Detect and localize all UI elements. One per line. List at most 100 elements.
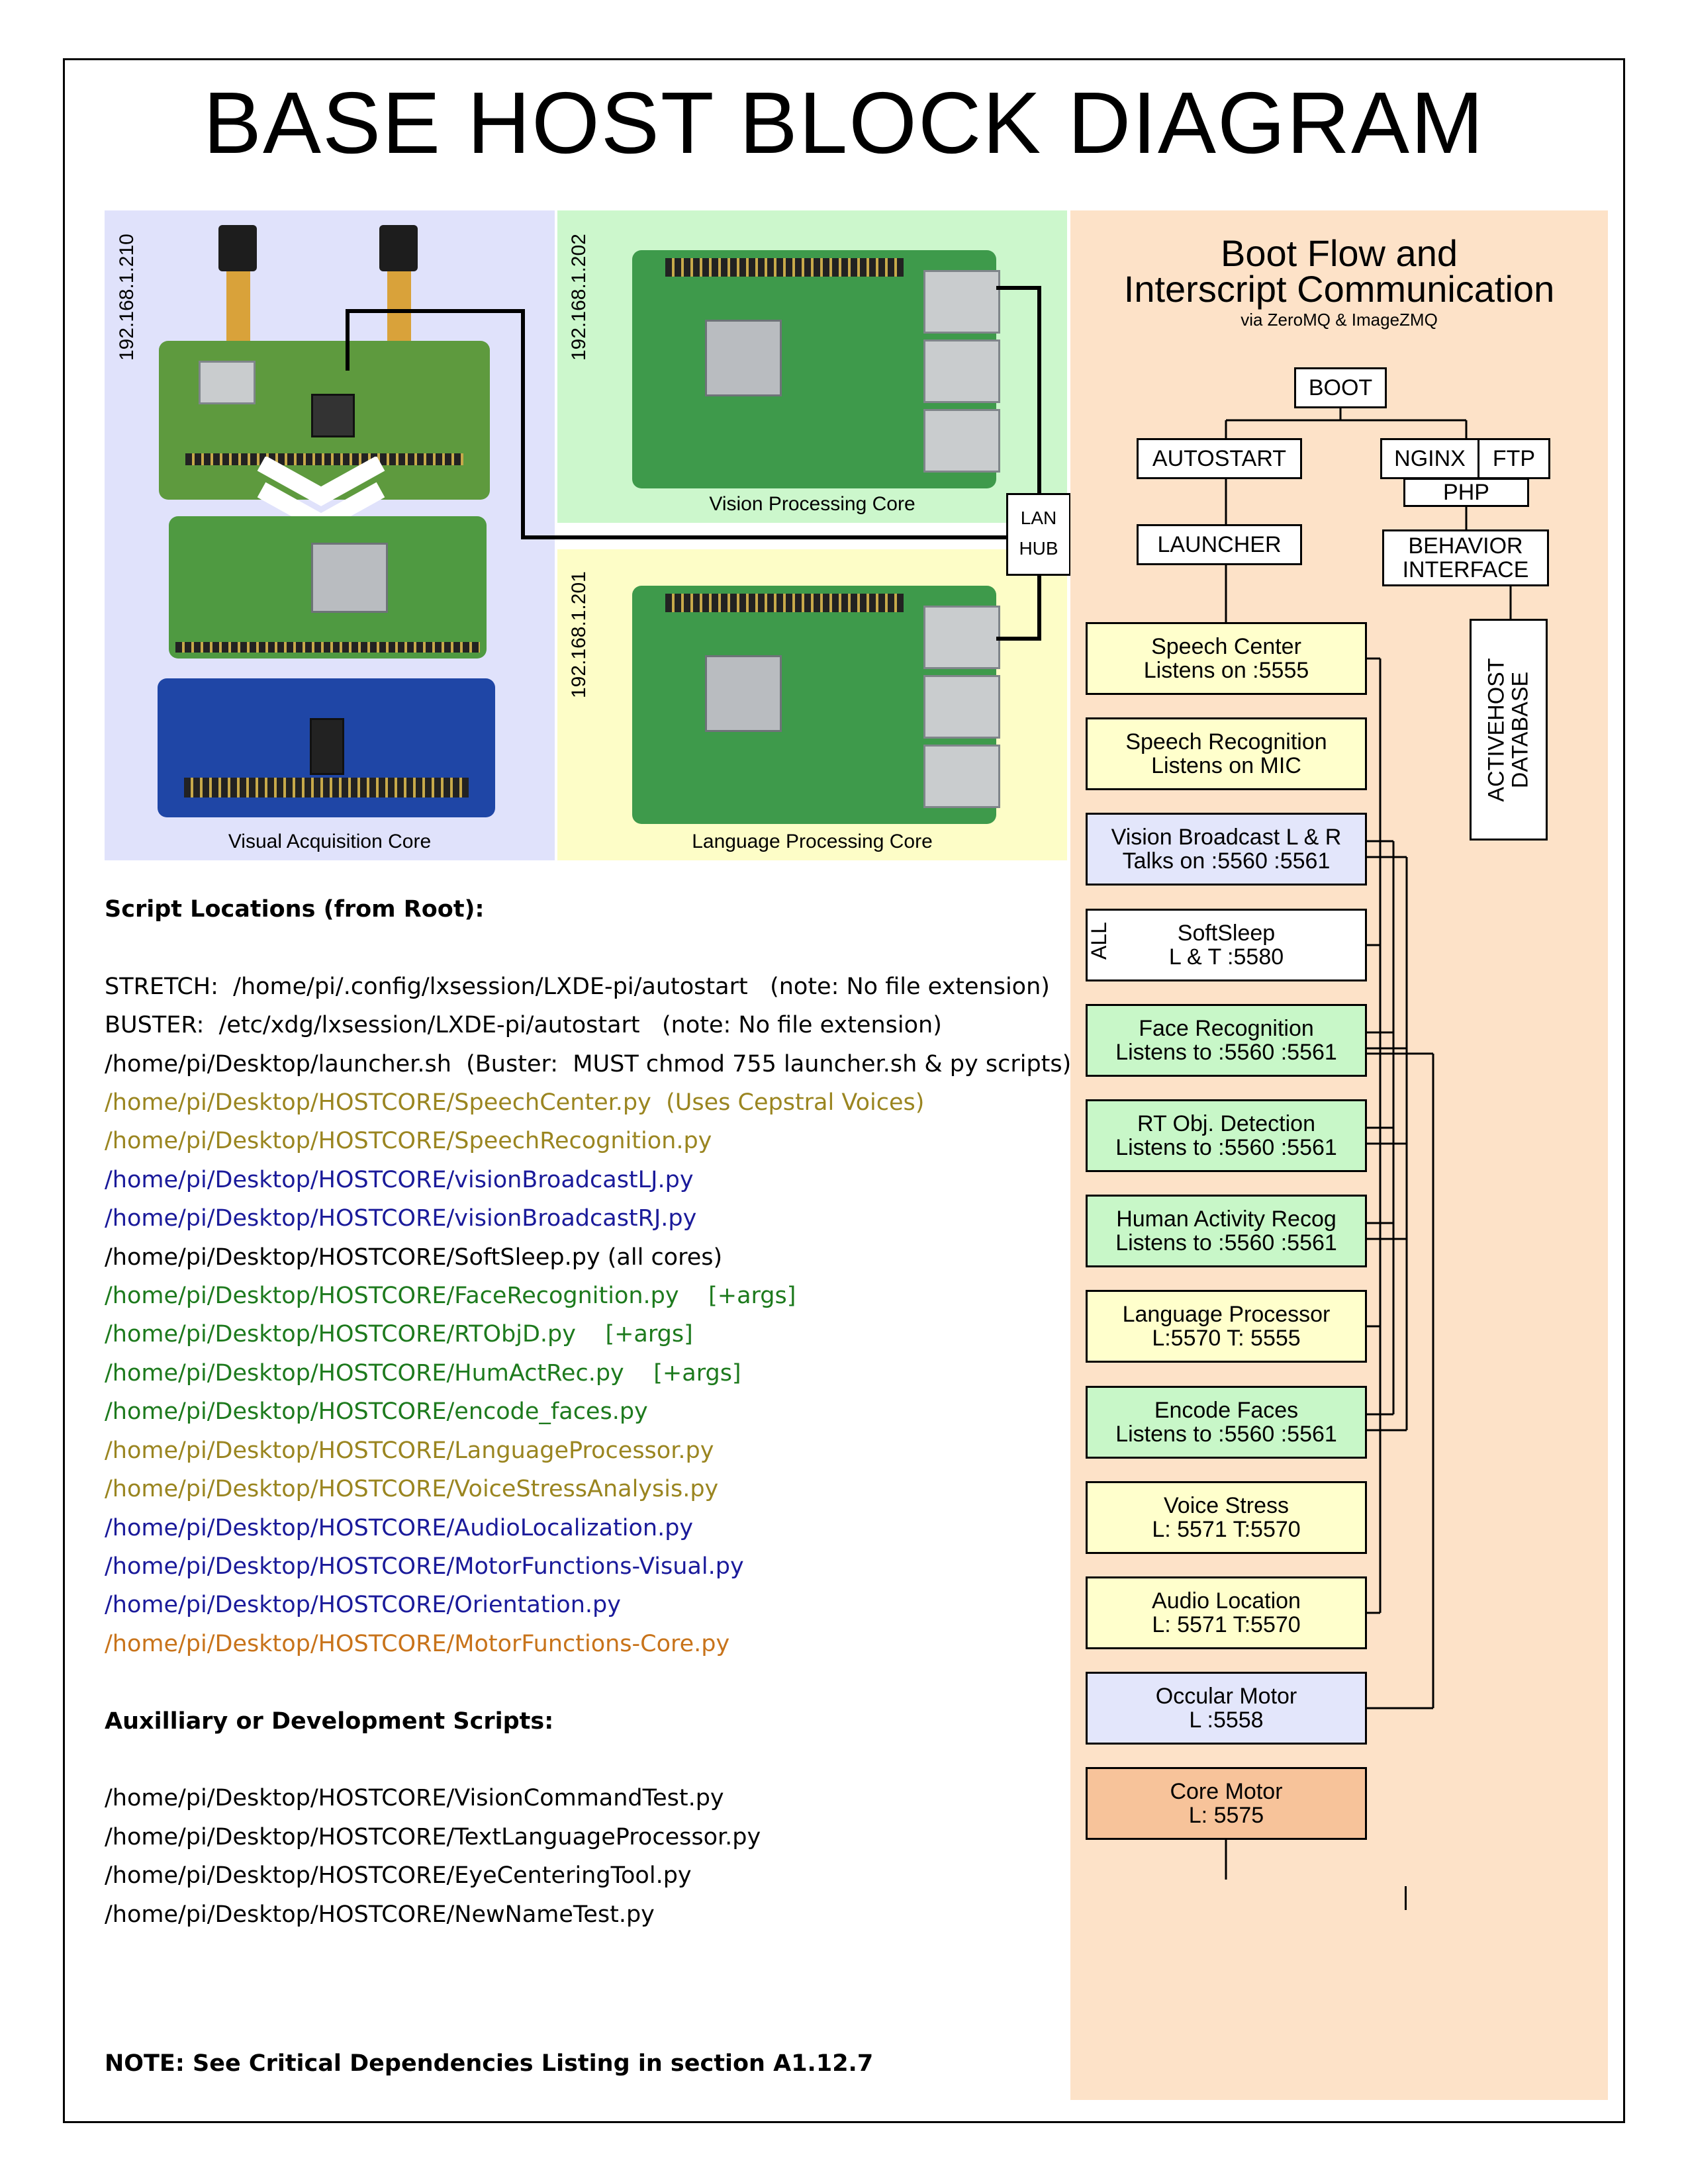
module-ports: Talks on :5560 :5561 (1122, 848, 1331, 874)
lan-hub: LAN HUB (1006, 493, 1071, 576)
flow-title-line2: Interscript Communication (1123, 268, 1555, 310)
compute-module-icon (169, 516, 487, 659)
stereopi-board-icon (159, 341, 490, 500)
script-path-line: /home/pi/Desktop/HOSTCORE/VoiceStressAna… (105, 1476, 719, 1503)
module-title: Audio Location (1152, 1588, 1301, 1614)
script-locations-header: Script Locations (from Root): (105, 896, 485, 923)
module-ports: L:5570 T: 5555 (1152, 1326, 1301, 1351)
script-path-line: STRETCH: /home/pi/.config/lxsession/LXDE… (105, 973, 1050, 1000)
database-line2: DATABASE (1508, 671, 1533, 788)
lan-hub-line2: HUB (1019, 538, 1058, 559)
script-locations: Script Locations (from Root): STRETCH: /… (105, 890, 1071, 1934)
activehost-database-box: ACTIVEHOST DATABASE (1470, 619, 1548, 841)
behavior-interface-box: BEHAVIOR INTERFACE (1382, 529, 1549, 586)
flow-subtitle: via ZeroMQ & ImageZMQ (1241, 310, 1438, 330)
launcher-label: LAUNCHER (1157, 532, 1282, 557)
page-frame (63, 58, 1625, 2123)
php-box: PHP (1403, 478, 1529, 507)
script-path-line: /home/pi/Desktop/HOSTCORE/visionBroadcas… (105, 1205, 697, 1232)
database-line1: ACTIVEHOST (1484, 657, 1509, 802)
cursor-mark (1405, 1886, 1407, 1910)
module-ports: Listens on :5555 (1143, 658, 1309, 683)
script-path-line: /home/pi/Desktop/HOSTCORE/visionBroadcas… (105, 1166, 694, 1193)
autostart-box: AUTOSTART (1137, 438, 1302, 479)
module-title: Face Recognition (1139, 1016, 1314, 1041)
boot-box: BOOT (1294, 367, 1387, 408)
visual-core-caption: Visual Acquisition Core (228, 831, 432, 852)
aux-script-path-line: /home/pi/Desktop/HOSTCORE/TextLanguagePr… (105, 1823, 761, 1850)
module-title: Occular Motor (1155, 1684, 1297, 1709)
script-path-line: /home/pi/Desktop/HOSTCORE/AudioLocalizat… (105, 1514, 694, 1541)
module-title: Vision Broadcast L & R (1111, 825, 1342, 850)
boot-label: BOOT (1308, 375, 1373, 400)
ftp-label: FTP (1492, 446, 1536, 471)
script-path-line: /home/pi/Desktop/HOSTCORE/SoftSleep.py (… (105, 1244, 723, 1271)
pca9685-servo-board-icon (158, 678, 495, 817)
module-title: SoftSleep (1177, 921, 1276, 946)
aux-script-path-line: /home/pi/Desktop/HOSTCORE/NewNameTest.py (105, 1901, 655, 1928)
module-title: Core Motor (1170, 1779, 1283, 1804)
nginx-label: NGINX (1394, 446, 1466, 471)
module-ports: L & T :5580 (1168, 944, 1284, 970)
script-path-line: /home/pi/Desktop/HOSTCORE/encode_faces.p… (105, 1398, 648, 1426)
script-path-line: BUSTER: /etc/xdg/lxsession/LXDE-pi/autos… (105, 1012, 942, 1039)
script-path-line: /home/pi/Desktop/HOSTCORE/MotorFunctions… (105, 1553, 744, 1580)
script-path-line: /home/pi/Desktop/HOSTCORE/FaceRecognitio… (105, 1283, 796, 1310)
module-title: Speech Center (1151, 634, 1301, 659)
nginx-box: NGINX (1380, 438, 1479, 479)
module-ports: L: 5575 (1188, 1803, 1264, 1828)
module-title: Speech Recognition (1125, 729, 1327, 754)
dependencies-note: NOTE: See Critical Dependencies Listing … (105, 2050, 874, 2077)
script-path-line: /home/pi/Desktop/HOSTCORE/HumActRec.py [… (105, 1359, 741, 1387)
lan-hub-line1: LAN (1020, 508, 1057, 528)
module-ports: L: 5571 T:5570 (1152, 1517, 1301, 1542)
aux-script-path-line: /home/pi/Desktop/HOSTCORE/EyeCenteringTo… (105, 1862, 692, 1889)
module-ports: Listens to :5560 :5561 (1115, 1230, 1337, 1255)
behavior-line1: BEHAVIOR (1408, 533, 1523, 559)
script-path-line: /home/pi/Desktop/HOSTCORE/LanguageProces… (105, 1437, 714, 1464)
behavior-line2: INTERFACE (1402, 557, 1529, 582)
module-ports: L: 5571 T:5570 (1152, 1612, 1301, 1637)
module-ports: Listens to :5560 :5561 (1115, 1135, 1337, 1160)
script-path-line: /home/pi/Desktop/HOSTCORE/SpeechCenter.p… (105, 1089, 925, 1116)
ftp-box: FTP (1477, 438, 1550, 479)
module-title: Language Processor (1122, 1302, 1331, 1327)
page-title: BASE HOST BLOCK DIAGRAM (203, 74, 1485, 171)
module-ports: Listens on MIC (1151, 753, 1301, 778)
autostart-label: AUTOSTART (1152, 446, 1287, 471)
flow-title-line1: Boot Flow and (1221, 232, 1458, 274)
aux-scripts-header: Auxilliary or Development Scripts: (105, 1707, 554, 1735)
script-path-line: /home/pi/Desktop/launcher.sh (Buster: MU… (105, 1050, 1072, 1077)
script-path-line: /home/pi/Desktop/HOSTCORE/SpeechRecognit… (105, 1128, 712, 1155)
module-ports: Listens to :5560 :5561 (1115, 1422, 1337, 1447)
module-title: Encode Faces (1154, 1398, 1299, 1423)
aux-script-path-line: /home/pi/Desktop/HOSTCORE/VisionCommandT… (105, 1785, 724, 1812)
php-label: PHP (1443, 480, 1489, 505)
script-path-line: /home/pi/Desktop/HOSTCORE/Orientation.py (105, 1592, 621, 1619)
module-title: Voice Stress (1164, 1493, 1289, 1518)
launcher-box: LAUNCHER (1137, 524, 1302, 565)
raspberry-pi-vision-icon (632, 250, 1000, 488)
script-path-line: /home/pi/Desktop/HOSTCORE/RTObjD.py [+ar… (105, 1321, 693, 1348)
all-cores-label: ALL (1087, 922, 1111, 960)
script-path-line: /home/pi/Desktop/HOSTCORE/MotorFunctions… (105, 1630, 730, 1657)
language-core-caption: Language Processing Core (692, 831, 933, 852)
module-ports: Listens to :5560 :5561 (1115, 1040, 1337, 1065)
vision-core-caption: Vision Processing Core (709, 493, 915, 515)
module-title: RT Obj. Detection (1137, 1111, 1315, 1136)
module-title: Human Activity Recog (1116, 1206, 1336, 1232)
